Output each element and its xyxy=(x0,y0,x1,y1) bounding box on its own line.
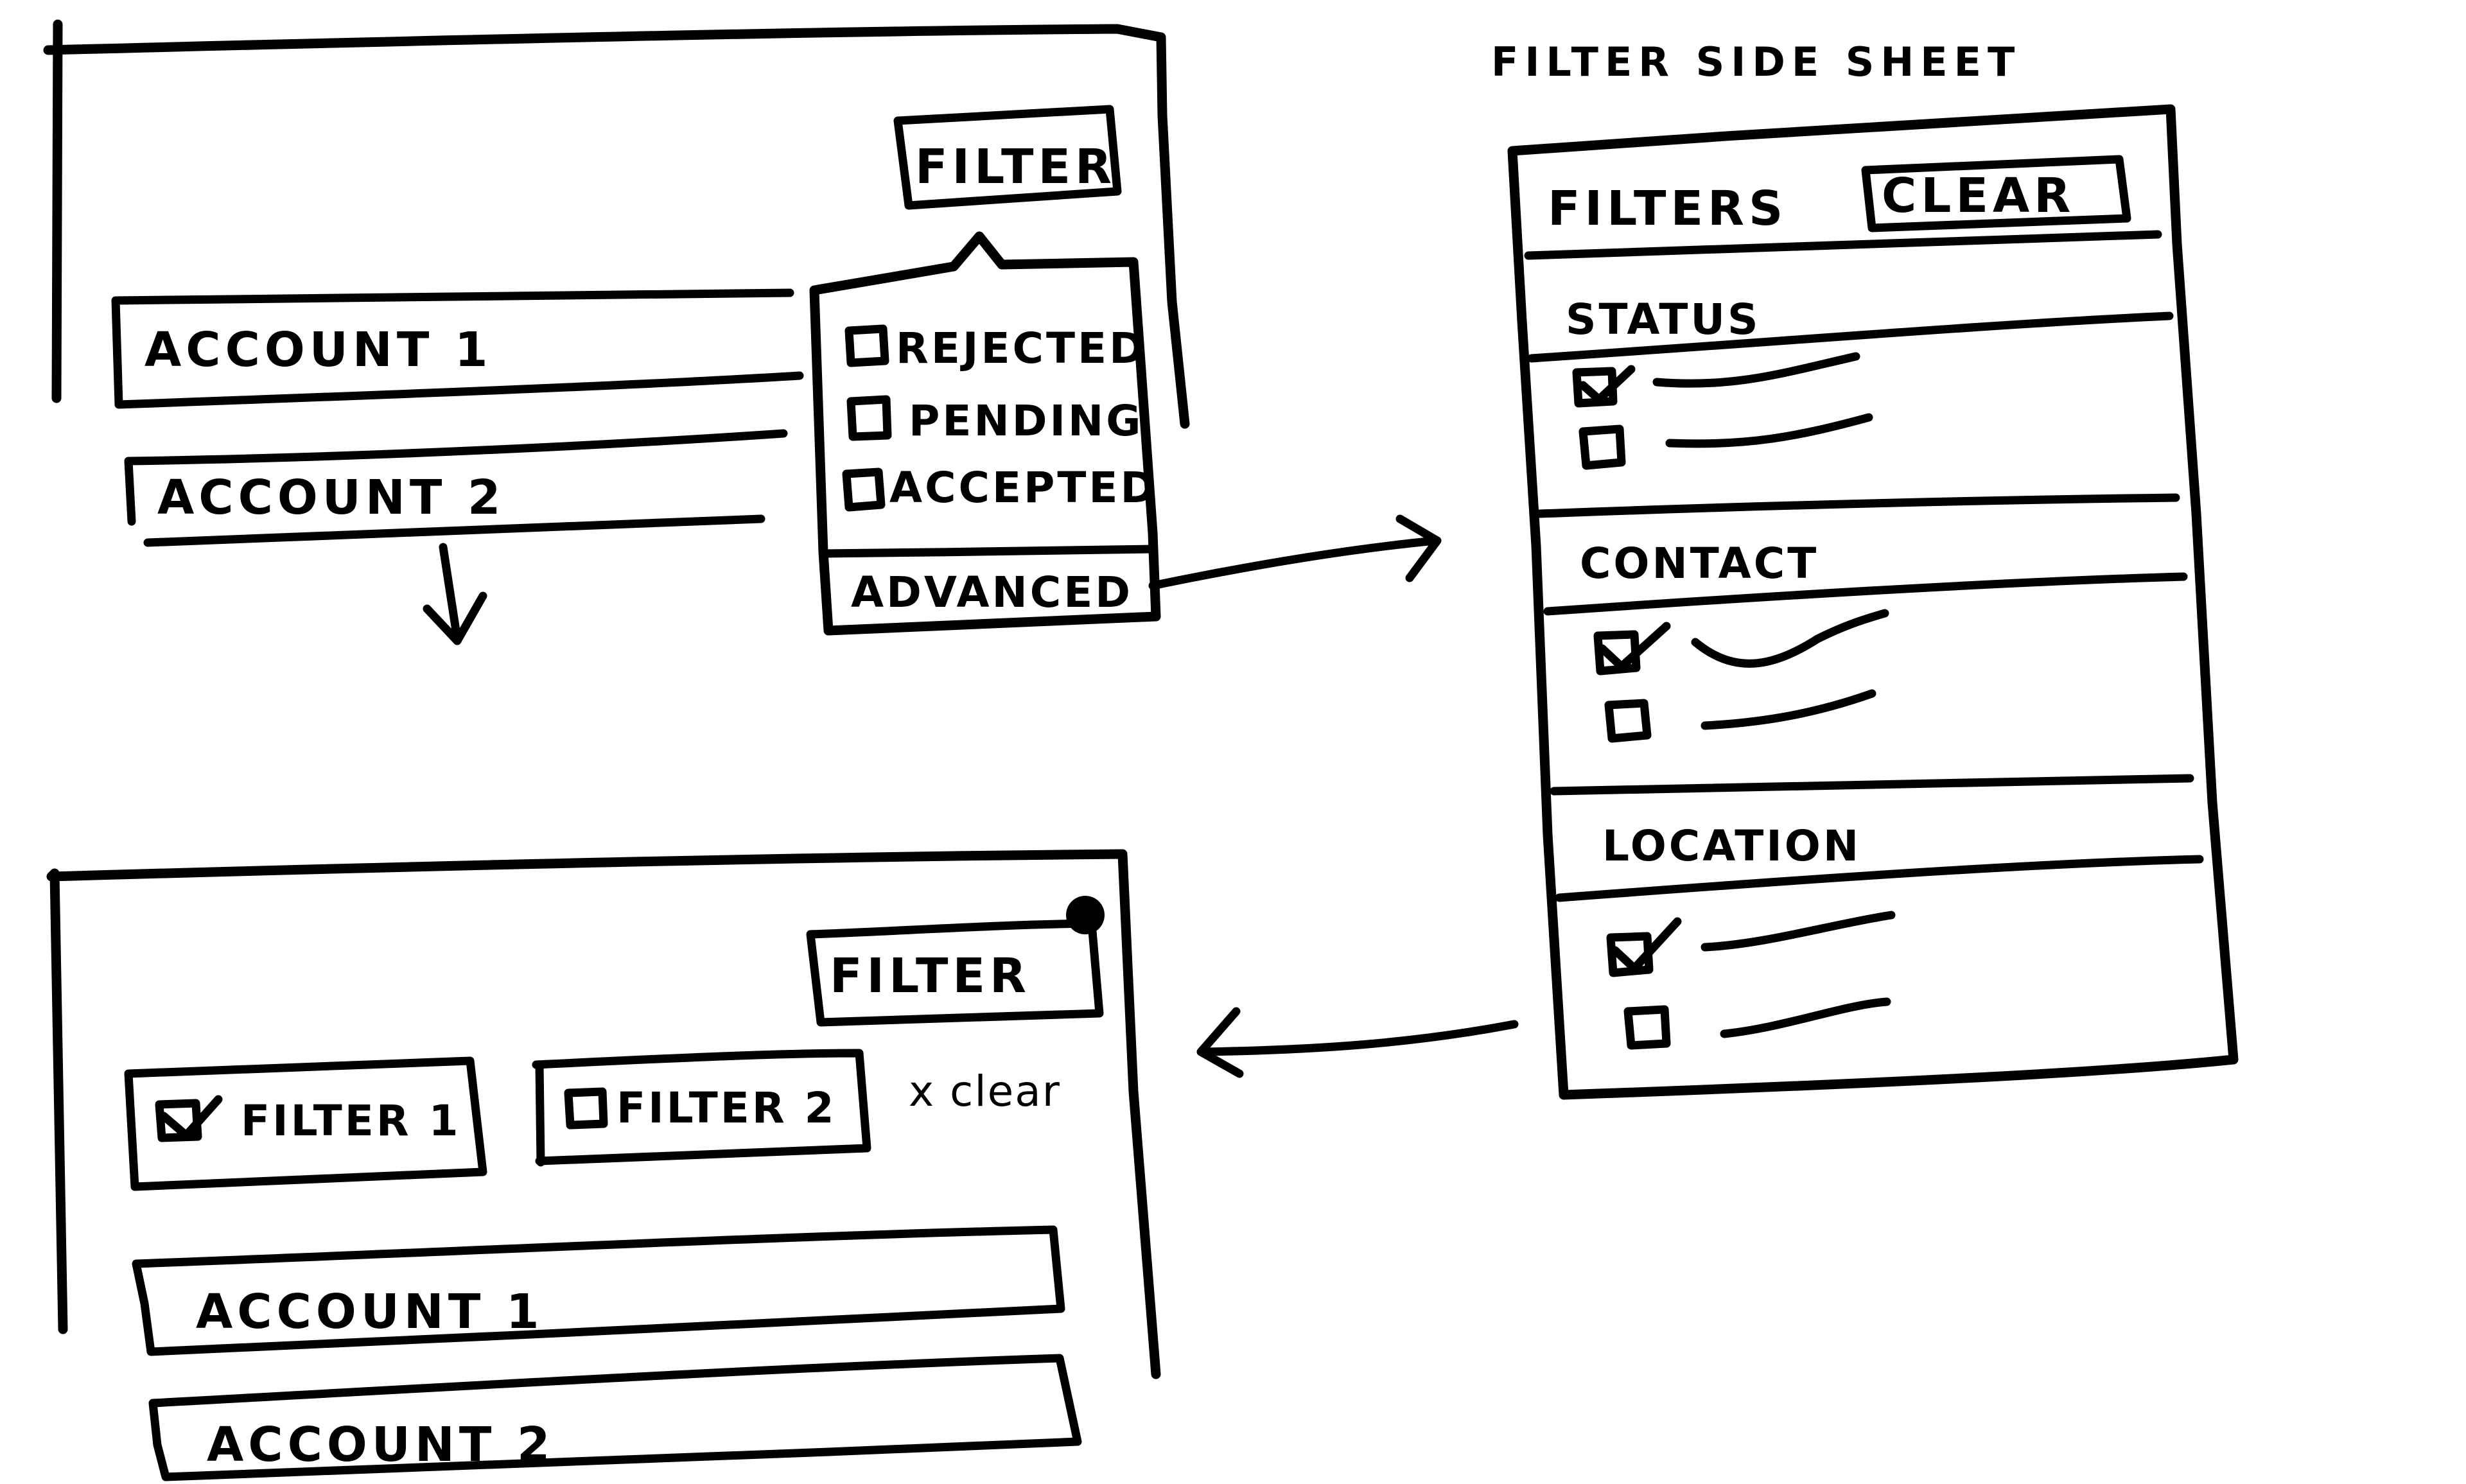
advanced-button[interactable]: ADVANCED xyxy=(851,568,1133,617)
status-divider xyxy=(1527,311,2174,363)
placeholder-label-line xyxy=(1701,689,1876,730)
status-section-label: STATUS xyxy=(1566,295,1761,344)
side-sheet-title: FILTER SIDE SHEET xyxy=(1491,39,2021,85)
filter-chip-1-outline xyxy=(124,1056,487,1191)
status-bottom-divider xyxy=(1535,493,2180,518)
placeholder-label-line xyxy=(1720,997,1891,1038)
checkbox-checked-icon xyxy=(155,1095,223,1142)
account-row-2-outline xyxy=(124,429,788,547)
option-pending[interactable]: PENDING xyxy=(846,395,1143,446)
filter-button-outline xyxy=(893,105,1122,210)
checkbox-empty-icon xyxy=(844,324,889,367)
checkbox-checked-icon xyxy=(1572,365,1636,408)
location-item-1[interactable] xyxy=(1606,911,1896,977)
list-screen-frame xyxy=(43,19,1190,429)
checkbox-empty-icon xyxy=(842,467,886,512)
filtered-account-row-1-label: ACCOUNT 1 xyxy=(196,1284,544,1340)
filtered-account-row-1-outline xyxy=(132,1225,1065,1356)
arrow-to-side-sheet-icon xyxy=(1148,514,1442,590)
clear-button[interactable]: CLEAR xyxy=(1861,155,2131,232)
side-sheet-frame xyxy=(1507,104,2239,1100)
filter-button-active[interactable]: FILTER xyxy=(806,896,1105,1027)
checkbox-empty-icon xyxy=(564,1087,608,1130)
checkbox-empty-icon xyxy=(1578,424,1626,470)
filtered-account-row-2-outline xyxy=(148,1354,1082,1481)
list-screen: FILTER ACCOUNT 1 ACCOUNT 2 xyxy=(43,19,1190,645)
option-rejected[interactable]: REJECTED xyxy=(844,324,1147,373)
contact-item-2[interactable] xyxy=(1604,689,1876,743)
filter-chip-2-outline xyxy=(532,1049,871,1167)
account-row-2-label: ACCOUNT 2 xyxy=(157,470,505,525)
option-pending-label: PENDING xyxy=(909,396,1143,446)
location-divider xyxy=(1555,855,2204,902)
filter-button-active-label: FILTER xyxy=(830,948,1031,1004)
placeholder-label-line xyxy=(1691,609,1889,668)
placeholder-label-line xyxy=(1665,413,1873,448)
checkbox-empty-icon xyxy=(846,395,892,441)
placeholder-label-line xyxy=(1701,911,1896,952)
filter-button[interactable]: FILTER xyxy=(893,105,1122,210)
advanced-label: ADVANCED xyxy=(851,568,1133,617)
account-row-1[interactable]: ACCOUNT 1 xyxy=(111,288,804,409)
filtered-screen: FILTER FILTER 1 FILTER 2 x clear ACCOUNT… xyxy=(46,849,1161,1481)
filtered-screen-frame xyxy=(46,849,1161,1379)
filter-popover-outline xyxy=(809,231,1161,636)
placeholder-label-line xyxy=(1652,352,1860,388)
contact-item-1[interactable] xyxy=(1593,609,1889,676)
active-filter-dot-icon xyxy=(1066,896,1105,934)
status-item-2[interactable] xyxy=(1578,413,1873,470)
filter-chip-2[interactable]: FILTER 2 xyxy=(532,1049,871,1167)
account-row-2[interactable]: ACCOUNT 2 xyxy=(124,429,788,547)
status-item-1[interactable] xyxy=(1572,352,1860,408)
clear-button-label: CLEAR xyxy=(1882,168,2075,223)
filter-button-label: FILTER xyxy=(915,139,1116,195)
scroll-down-arrow-icon xyxy=(423,543,487,645)
side-sheet: FILTER SIDE SHEET FILTERS CLEAR STATUS C… xyxy=(1491,39,2239,1100)
filter-chip-1-label: FILTER 1 xyxy=(241,1096,461,1146)
option-rejected-label: REJECTED xyxy=(896,324,1147,373)
header-divider xyxy=(1524,230,2162,260)
filtered-account-row-2-label: ACCOUNT 2 xyxy=(207,1417,555,1472)
filter-chip-1[interactable]: FILTER 1 xyxy=(124,1056,487,1191)
option-accepted[interactable]: ACCEPTED xyxy=(842,463,1158,512)
filter-popover: REJECTED PENDING ACCEPTED ADVANCED xyxy=(809,231,1161,636)
side-sheet-header-title: FILTERS xyxy=(1548,181,1787,236)
checkbox-empty-icon xyxy=(1623,1005,1671,1050)
clear-filters-link[interactable]: x clear xyxy=(909,1067,1061,1116)
popover-divider xyxy=(819,545,1157,558)
location-section-label: LOCATION xyxy=(1602,821,1861,871)
checkbox-empty-icon xyxy=(1604,699,1652,743)
contact-section-label: CONTACT xyxy=(1580,539,1819,588)
filtered-account-row-2[interactable]: ACCOUNT 2 xyxy=(148,1354,1082,1481)
clear-button-outline xyxy=(1861,155,2131,232)
arrow-to-filtered-screen-icon xyxy=(1196,1007,1519,1078)
checkbox-checked-icon xyxy=(1593,622,1671,676)
location-item-2[interactable] xyxy=(1623,997,1891,1050)
account-row-1-label: ACCOUNT 1 xyxy=(144,322,493,378)
account-row-1-outline xyxy=(111,288,804,409)
option-accepted-label: ACCEPTED xyxy=(889,463,1158,512)
contact-divider xyxy=(1543,572,2188,616)
filter-chip-2-label: FILTER 2 xyxy=(616,1083,837,1133)
contact-bottom-divider xyxy=(1550,774,2194,796)
filtered-account-row-1[interactable]: ACCOUNT 1 xyxy=(132,1225,1065,1356)
checkbox-checked-icon xyxy=(1606,917,1682,977)
